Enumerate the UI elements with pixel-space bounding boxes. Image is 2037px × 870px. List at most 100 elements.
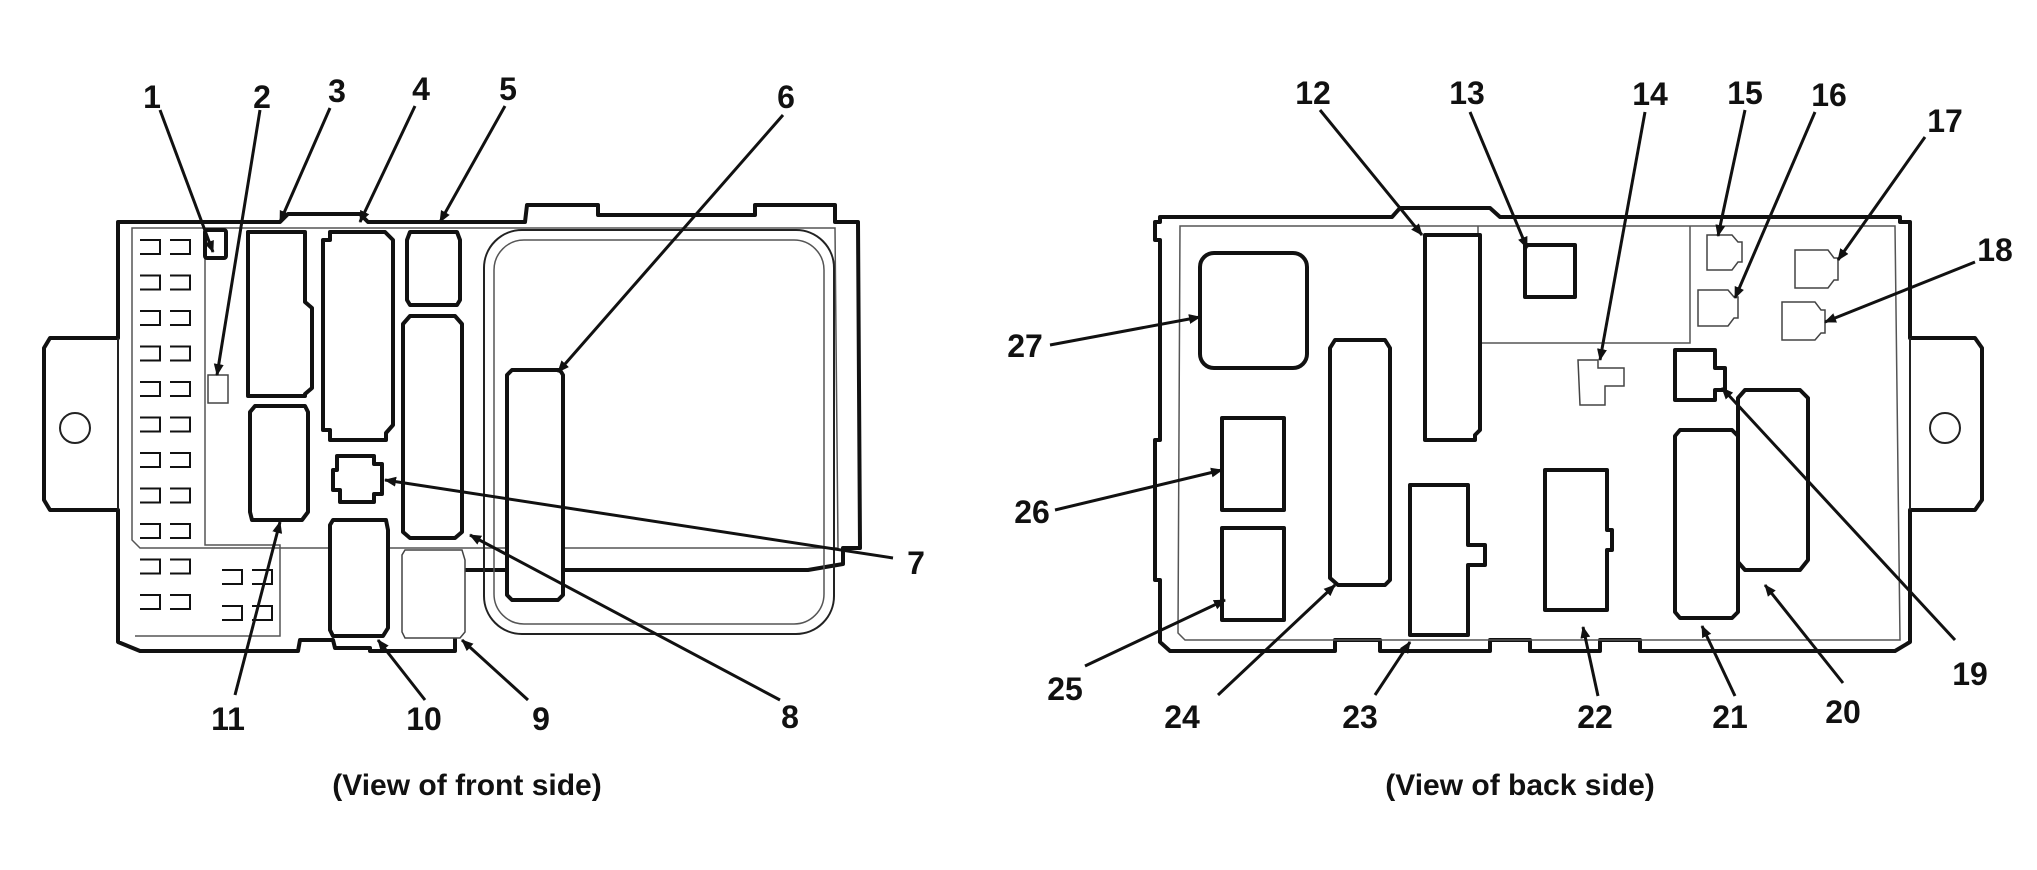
leader-10	[376, 639, 427, 701]
leader-2	[213, 109, 262, 376]
terminal-slot-5	[170, 310, 191, 326]
leader-15	[1715, 109, 1747, 237]
callout-6: 6	[777, 79, 795, 115]
callout-3: 3	[328, 73, 346, 109]
back-relay-27	[1198, 251, 1309, 370]
terminal-slot-2	[140, 274, 161, 291]
leader-24	[1216, 583, 1337, 697]
terminal-slot-17	[170, 523, 191, 539]
front-main-compartment-inner	[493, 239, 825, 625]
callout-19: 19	[1952, 656, 1988, 692]
callout-25: 25	[1047, 671, 1083, 707]
leader-18	[1824, 260, 1976, 324]
terminal-slot-19	[170, 558, 191, 575]
terminal-slot-22	[222, 569, 243, 585]
back-inner-frame	[1177, 225, 1901, 641]
callout-18: 18	[1977, 232, 2013, 268]
leader-17	[1836, 136, 1927, 261]
front-connector-4	[321, 230, 395, 442]
callout-4: 4	[412, 71, 430, 107]
terminal-slot-16	[140, 523, 161, 539]
callout-23: 23	[1342, 699, 1378, 735]
back-connector-14	[1577, 359, 1625, 406]
terminal-slot-18	[140, 558, 161, 575]
callout-21: 21	[1712, 699, 1748, 735]
leader-20	[1763, 584, 1845, 684]
callout-9: 9	[532, 701, 550, 737]
leader-21	[1700, 625, 1737, 697]
back-connector-18	[1781, 301, 1826, 341]
terminal-slot-3	[170, 274, 191, 291]
front-connector-3	[246, 230, 314, 398]
back-connector-21	[1673, 428, 1740, 620]
callout-15: 15	[1727, 75, 1763, 111]
leader-19	[1720, 386, 1957, 642]
callout-8: 8	[781, 699, 799, 735]
terminal-slot-20	[140, 594, 161, 610]
leader-3	[278, 107, 332, 223]
callout-10: 10	[406, 701, 442, 737]
leader-23	[1373, 641, 1412, 696]
front-connector-11	[248, 404, 310, 522]
callout-11: 11	[211, 701, 245, 737]
callout-22: 22	[1577, 699, 1613, 735]
back-view: 12 13 14 15 16 17 18 19 20 21 22 23 24 2…	[1007, 75, 2013, 802]
terminal-slot-13	[170, 452, 191, 468]
callout-14: 14	[1632, 76, 1668, 112]
leader-27	[1049, 314, 1201, 347]
front-mount-hole	[59, 412, 91, 444]
terminal-slot-10	[140, 416, 161, 433]
back-relay-13	[1523, 243, 1577, 299]
front-terminal-grid	[140, 239, 273, 621]
back-view-caption: (View of back side)	[1385, 769, 1655, 802]
back-connector-16	[1697, 289, 1739, 327]
front-connector-9	[401, 549, 466, 639]
terminal-slot-24	[222, 605, 243, 621]
back-mount-hole	[1929, 412, 1961, 444]
callout-20: 20	[1825, 694, 1861, 730]
terminal-slot-12	[140, 452, 161, 468]
terminal-slot-21	[170, 594, 191, 610]
leader-25	[1084, 598, 1226, 668]
front-inner-frame	[131, 227, 839, 549]
back-connector-22	[1543, 468, 1614, 612]
leader-13	[1468, 111, 1529, 249]
front-connector-7	[331, 454, 384, 504]
callout-13: 13	[1449, 75, 1485, 111]
callout-1: 1	[143, 79, 161, 115]
callout-12: 12	[1295, 75, 1331, 111]
front-small-fuse-1	[203, 228, 228, 260]
back-connector-23	[1408, 483, 1487, 637]
back-relay-26	[1220, 416, 1286, 512]
leader-7	[384, 476, 894, 560]
callout-5: 5	[499, 71, 517, 107]
terminal-slot-25	[252, 605, 273, 621]
terminal-slot-1	[170, 239, 191, 255]
back-connector-19	[1673, 348, 1727, 402]
terminal-slot-0	[140, 239, 161, 255]
front-connector-10	[328, 518, 390, 638]
front-connector-5	[405, 230, 462, 307]
leader-1	[158, 109, 215, 253]
callout-26: 26	[1014, 494, 1050, 530]
front-small-fuse-2	[207, 374, 229, 404]
terminal-slot-14	[140, 487, 161, 504]
terminal-slot-15	[170, 487, 191, 504]
leader-12	[1318, 109, 1424, 236]
terminal-slot-7	[170, 345, 191, 362]
front-inner-step	[135, 228, 281, 637]
back-relay-25	[1220, 526, 1286, 622]
back-inner-step	[1477, 226, 1691, 344]
terminal-slot-9	[170, 381, 191, 397]
leader-16	[1733, 111, 1817, 299]
back-connector-12	[1423, 233, 1482, 442]
callout-24: 24	[1164, 699, 1200, 735]
callout-16: 16	[1811, 77, 1847, 113]
leader-4	[358, 105, 417, 223]
leader-5	[438, 105, 507, 223]
front-connector-8	[401, 314, 464, 540]
terminal-slot-23	[252, 569, 273, 585]
leader-22	[1580, 626, 1600, 697]
terminal-slot-11	[170, 416, 191, 433]
